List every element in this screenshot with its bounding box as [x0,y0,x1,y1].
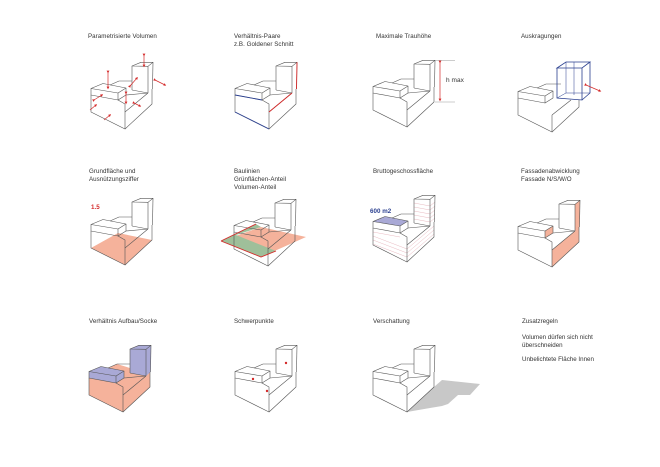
panel-verschattung: Verschattung [365,315,505,455]
panel-grundflaeche: Grundfläche und Ausnützungsziffer 1.5 [80,165,220,305]
building-diagram [89,53,167,130]
panel-verhaeltnis-aufbau-socke: Verhältnis Aufbau/Socke [80,315,220,455]
centroid-point [265,389,269,393]
facade-area [575,200,580,231]
panel-parametrisierte-volumen: Parametrisierte Volumen [80,30,220,170]
building-diagram [372,59,455,128]
building-diagram [517,61,602,133]
panel-schwerpunkte: Schwerpunkte [225,315,365,455]
building-diagram [88,344,152,413]
panel-zusatzregeln: Zusatzregeln Volumen dürfen sich nicht ü… [505,315,645,455]
panel-label: Parametrisierte Volumen [88,33,157,40]
panel-verhaeltnis-paare: Verhältnis-Paare z.B. Goldener Schnitt [225,30,365,170]
arrow [103,114,112,121]
panel-label: Grundfläche und Ausnützungsziffer [89,168,139,183]
building-line [220,223,257,242]
facade-area [545,226,553,238]
ratio-annotation: 1.5 [91,204,100,211]
parameter-arrows [89,53,167,121]
arrow [132,101,142,107]
shadow-area [407,380,480,412]
panel-label: Maximale Trauhöhe [376,33,432,40]
panel-fassadenabwicklung: Fassadenabwicklung Fassade N/S/W/O [505,165,645,305]
arrow [89,104,98,111]
building-diagram [372,195,436,263]
ratio-edge-red [268,92,293,113]
ratio-edge-red [296,62,298,90]
upper-volume [89,366,124,383]
building-diagram [372,344,480,413]
panel-label: Fassadenabwicklung Fassade N/S/W/O [521,168,580,183]
ratio-edge-blue [234,94,263,101]
building-diagram [234,344,298,413]
green-share-area [221,224,276,257]
building-diagram [90,198,154,266]
cantilever-volume [555,61,592,101]
cantilever-arrow [584,83,602,92]
panel-maximale-trauhoehe: Maximale Trauhöhe h max [365,30,505,170]
hmax-annotation: h max [446,77,464,84]
building-diagram [517,200,581,268]
centroid-point [251,377,255,381]
panel-label: Baulinien Grünflächen-Anteil Volumen-Ant… [234,168,287,191]
centroid-point [284,361,288,365]
rule-item: Volumen dürfen sich nicht überschneiden [522,334,593,349]
building-diagram [234,61,298,130]
panel-label: Auskragungen [521,33,562,40]
arrow [128,76,138,88]
arrow [153,78,167,86]
zusatzregeln-heading: Zusatzregeln [522,318,558,325]
rule-item: Unbelichtete Fläche Innen [522,356,594,363]
panel-label: Schwerpunkte [234,318,274,325]
building-line [220,240,277,258]
floor-area [373,216,408,226]
panel-bruttogeschossflaeche: Bruttogeschossfläche 600 m2 [365,165,505,305]
area-annotation: 600 m2 [370,208,392,215]
footprint-area [91,233,152,265]
panel-label: Bruttogeschossfläche [373,168,434,175]
panel-label: Verschattung [373,318,410,325]
panel-baulinien: Baulinien Grünflächen-Anteil Volumen-Ant… [220,165,365,305]
arrow [92,94,104,102]
panel-auskragungen: Auskragungen [505,30,645,170]
panel-label: Verhältnis Aufbau/Socke [89,318,158,325]
facade-area [552,227,579,267]
upper-volume [130,345,151,376]
building-diagram [220,199,306,267]
panel-label: Verhältnis-Paare z.B. Goldener Schnitt [234,33,294,48]
ratio-edge-blue [234,111,270,130]
